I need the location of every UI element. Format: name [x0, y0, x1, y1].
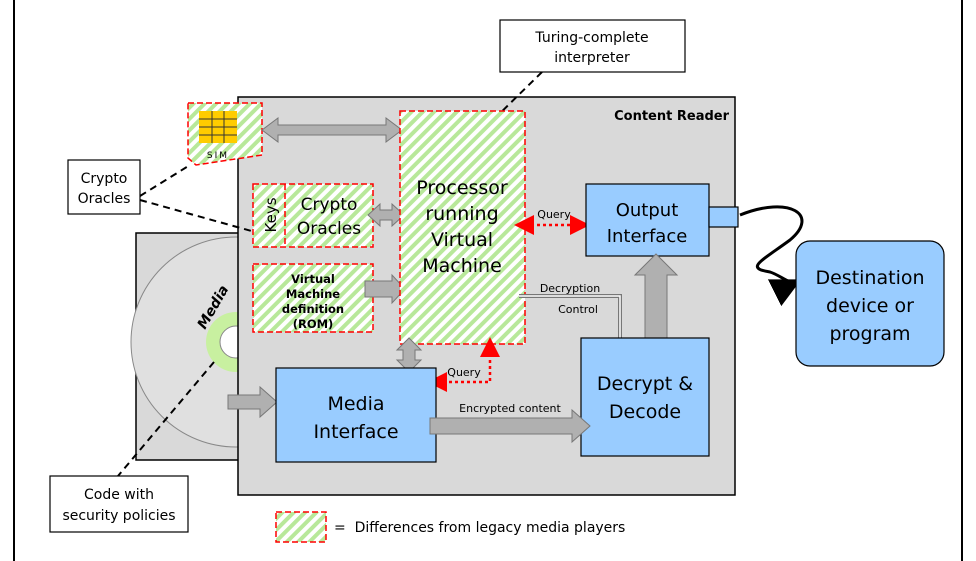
processor-label-3: Virtual — [431, 229, 493, 251]
output-interface-box — [585, 183, 710, 257]
crypto-callout-line-inner — [139, 199, 256, 233]
processor-box — [399, 110, 526, 345]
turing-callout — [499, 19, 686, 73]
legend-text: = Differences from legacy media players — [334, 520, 625, 536]
destination-label-1: Destination — [815, 267, 924, 289]
media-iface-label-2: Interface — [313, 421, 398, 443]
crypto-callout-label-2: Oracles — [78, 191, 131, 207]
destination-label-3: program — [829, 323, 910, 345]
query-bottom-label: Query — [447, 366, 481, 379]
content-reader-label: Content Reader — [614, 109, 729, 124]
sim-chip-icon — [199, 111, 237, 143]
crypto-callout-label-1: Crypto — [81, 171, 128, 187]
code-callout — [49, 475, 189, 533]
query-top-label: Query — [537, 208, 571, 221]
code-label-1: Code with — [84, 487, 154, 503]
crypto-inner-label-2: Oracles — [297, 219, 361, 239]
code-callout-line — [117, 361, 215, 477]
keys-label: Keys — [262, 197, 280, 232]
turing-label-2: interpreter — [554, 50, 630, 66]
vm-def-label-3: definition — [282, 302, 344, 316]
processor-label-1: Processor — [416, 177, 508, 199]
media-iface-label-1: Media — [327, 393, 384, 415]
destination-box — [795, 240, 945, 367]
decrypt-label-2: Decode — [609, 401, 681, 423]
crypto-callout — [67, 159, 141, 215]
encrypted-label: Encrypted content — [459, 402, 561, 415]
vmdef-processor-arrow — [364, 273, 406, 305]
legend-swatch — [275, 511, 327, 543]
processor-label-2: running — [425, 203, 498, 225]
vm-def-label-1: Virtual — [291, 272, 335, 286]
sim-label: SIM — [207, 151, 229, 161]
output-destination-arrow — [739, 205, 804, 307]
media-interface-box — [275, 367, 437, 463]
turing-label-1: Turing-complete — [534, 30, 648, 46]
destination-label-2: device or — [826, 295, 914, 317]
crypto-oracles-box — [252, 183, 374, 248]
decode-output-arrow — [633, 253, 679, 343]
output-label-2: Interface — [607, 226, 688, 247]
crypto-callout-line-sim — [139, 164, 191, 197]
processor-label-4: Machine — [422, 255, 502, 277]
vm-def-label-4: (ROM) — [293, 317, 334, 331]
decryption-label-2: Control — [558, 303, 598, 316]
code-label-2: security policies — [62, 508, 175, 524]
crypto-inner-label-1: Crypto — [301, 195, 358, 215]
output-label-1: Output — [616, 200, 679, 221]
vm-def-label-2: Machine — [286, 287, 340, 301]
vm-definition-box — [252, 263, 374, 333]
disc-media-arrow — [227, 385, 278, 419]
query-bottom-arrow — [427, 337, 500, 392]
decrypt-label-1: Decrypt & — [597, 373, 693, 395]
decrypt-decode-box — [580, 337, 710, 457]
decryption-label-1: Decryption — [540, 282, 600, 295]
output-connector — [708, 206, 739, 228]
encrypted-content-arrow — [429, 408, 591, 444]
